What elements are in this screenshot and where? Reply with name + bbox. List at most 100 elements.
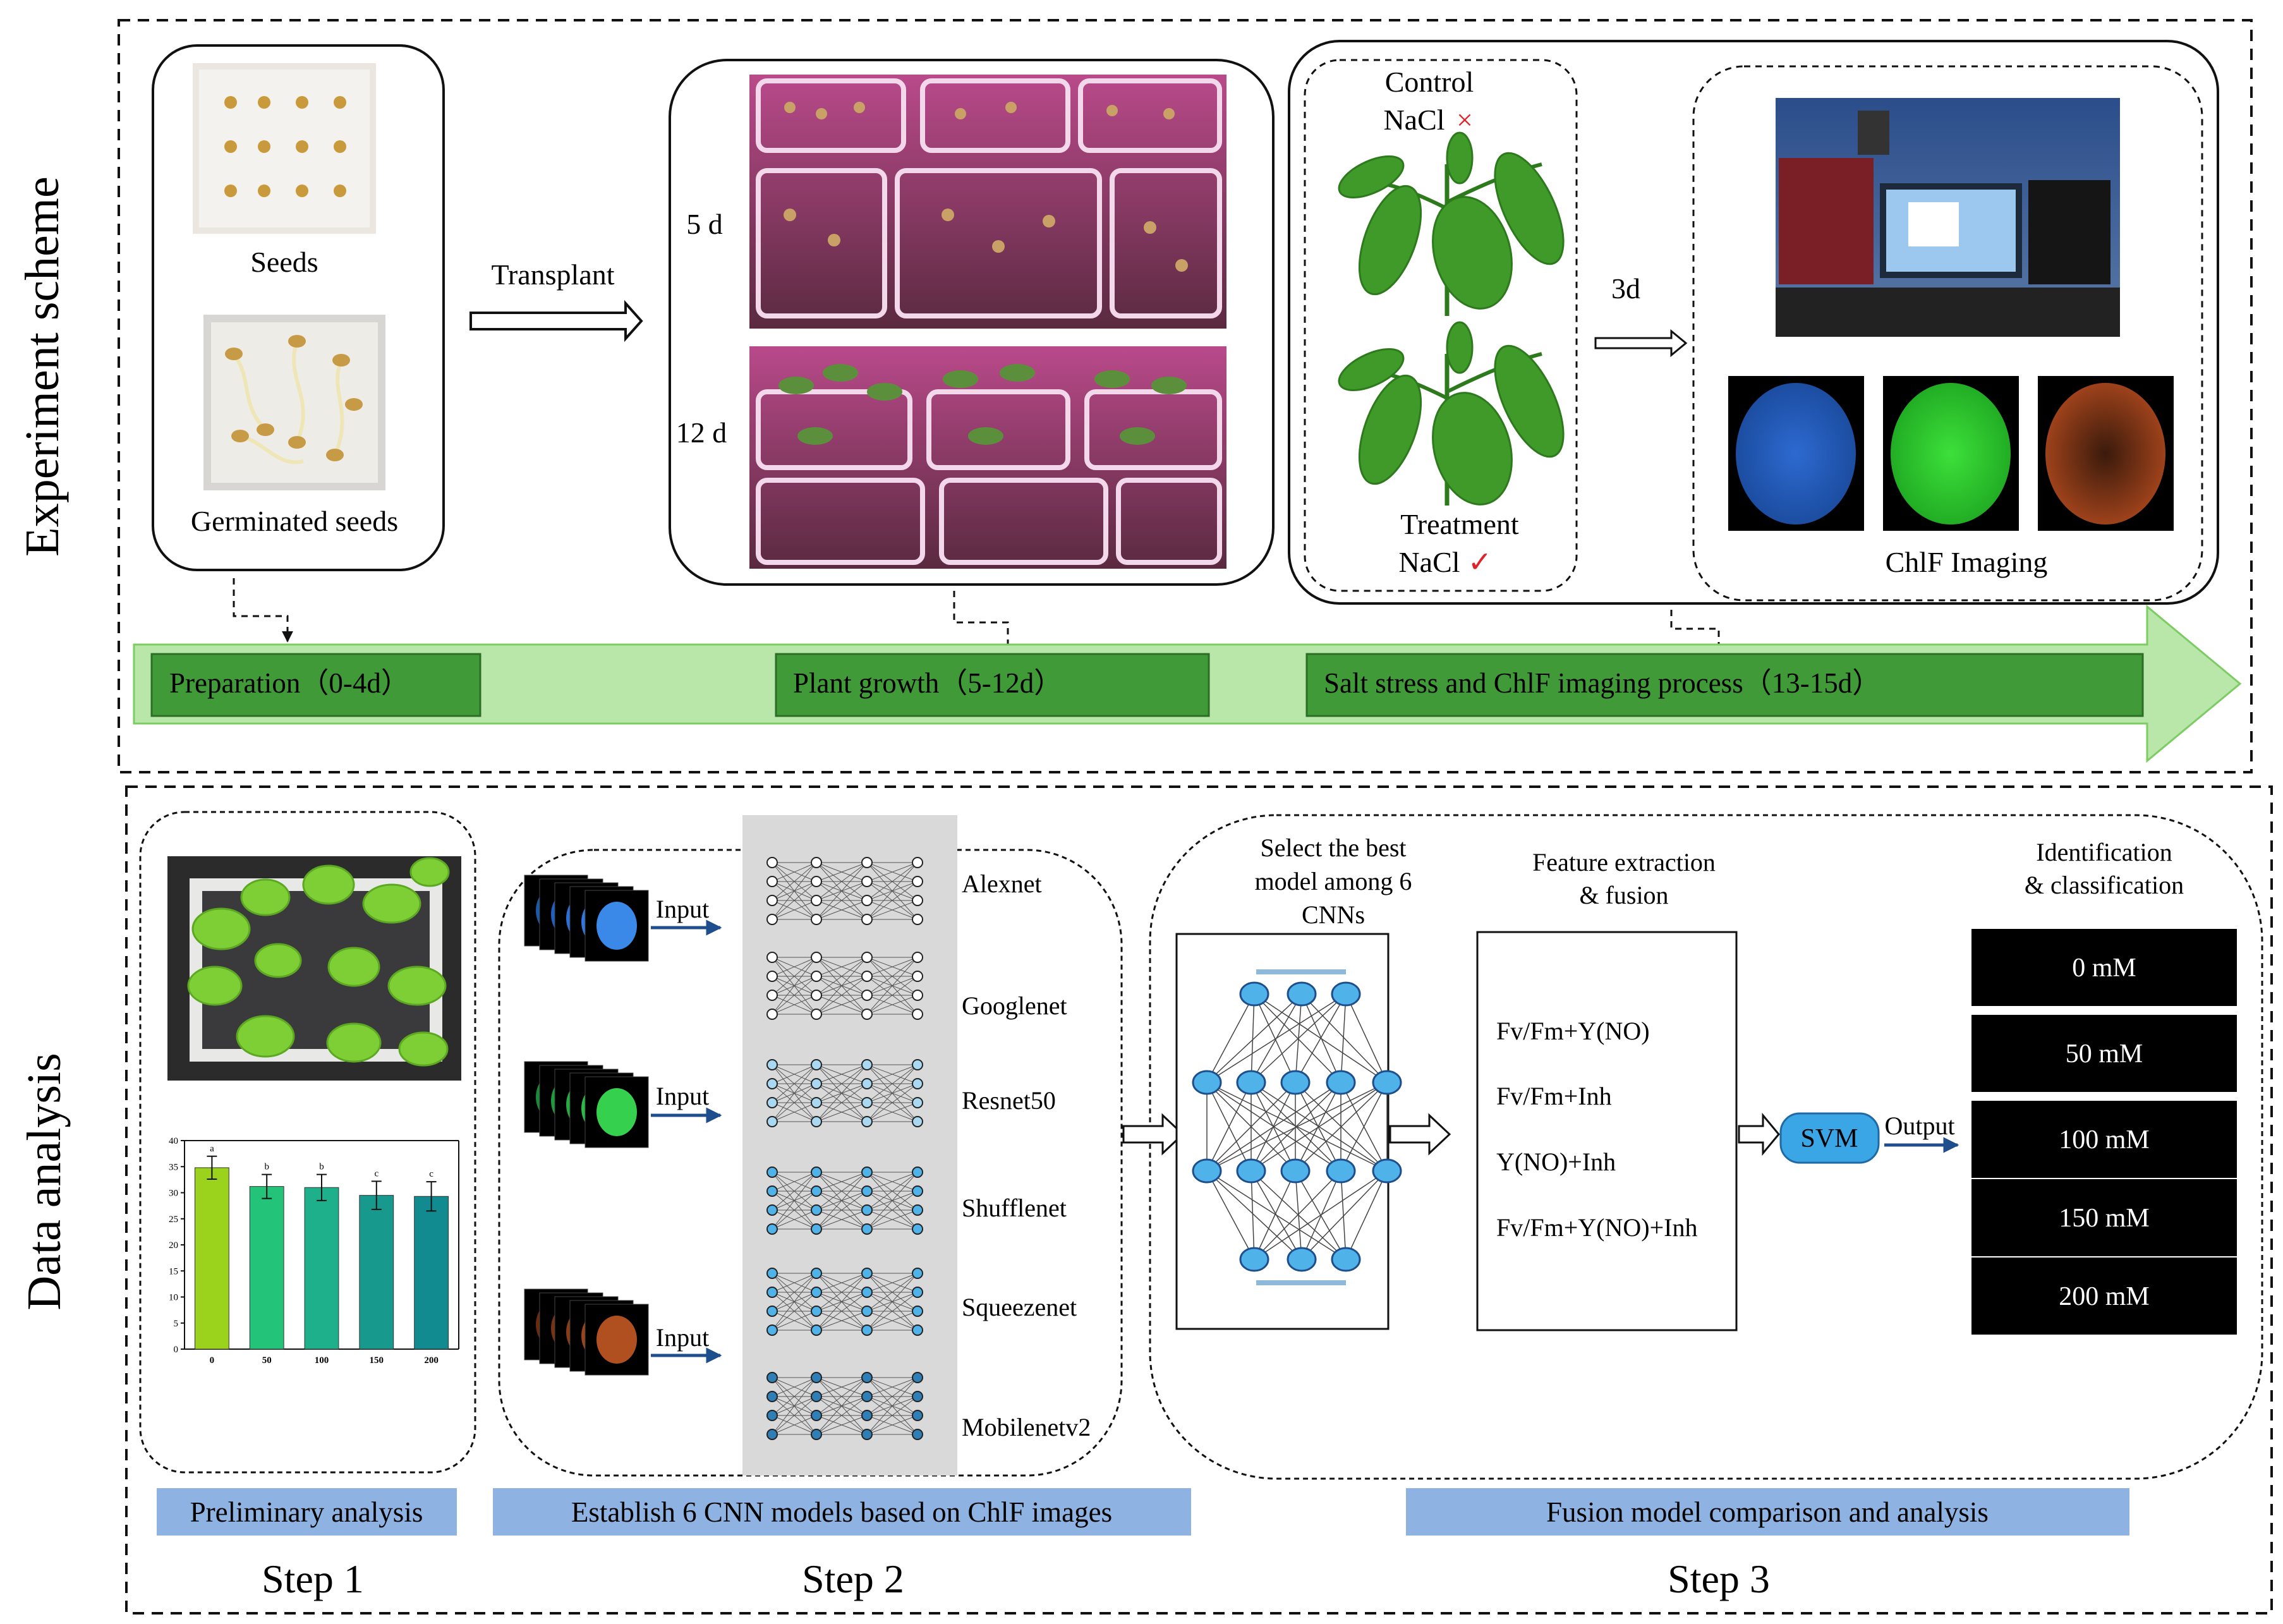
cnn-node: [912, 876, 923, 887]
cnn-connection: [866, 957, 918, 996]
cnn-connection: [816, 957, 868, 1015]
cnn-connection: [816, 1311, 868, 1331]
cnn-node: [861, 1059, 873, 1070]
cnn-connection: [866, 1172, 918, 1211]
timeline-stage-salt-label: Salt stress and ChlF imaging process（13-…: [1324, 667, 1880, 699]
cnn-node: [811, 1223, 822, 1235]
cnn-node: [912, 952, 923, 963]
net-connection: [1340, 993, 1347, 1083]
net-node: [1287, 981, 1317, 1007]
timeline-stage-preparation-label: Preparation（0-4d）: [169, 667, 409, 699]
cnn-node: [766, 1116, 778, 1127]
cnn-node: [766, 1268, 778, 1279]
cnn-node: [861, 1204, 873, 1216]
cnn-connection: [816, 862, 868, 901]
cnn-model-label-mobilenetv2: Mobilenetv2: [962, 1413, 1091, 1441]
net-connection: [1295, 1170, 1302, 1260]
growth-connector: [953, 591, 1014, 655]
cnn-node: [766, 1306, 778, 1317]
cnn-connection: [816, 1102, 868, 1122]
cnn-connection: [866, 1311, 918, 1331]
cnn-node: [811, 1287, 822, 1298]
transplant-arrow: [469, 300, 643, 342]
cnn-node: [766, 857, 778, 868]
cnn-node: [811, 895, 822, 906]
cnn-connection: [816, 1377, 868, 1416]
net-connection: [1206, 1082, 1252, 1172]
cnn-node: [811, 1324, 822, 1336]
chart-y-tick-label: 20: [169, 1240, 178, 1251]
class-label-50mm: 50 mM: [2066, 1039, 2143, 1069]
net-node: [1331, 1247, 1361, 1272]
net-connection: [1206, 1170, 1255, 1260]
net-connection: [1340, 1170, 1347, 1260]
feature-title-line1: Feature extraction: [1532, 848, 1716, 876]
cnn-node: [912, 1078, 923, 1089]
step3-label: Step 3: [1668, 1556, 1770, 1601]
cnn-connection: [816, 1209, 868, 1230]
cnn-node: [811, 1372, 822, 1383]
step2-label: Step 2: [802, 1556, 904, 1601]
chlf-imaging-label: ChlF Imaging: [1886, 546, 2048, 578]
cnn-connection: [866, 1292, 918, 1331]
cnn-connection: [866, 900, 918, 920]
cnn-node: [811, 1078, 822, 1089]
seeds-label: Seeds: [250, 246, 318, 278]
step2-caption-bar: [493, 1488, 1191, 1536]
cnn-node: [811, 990, 822, 1001]
cnn-connection: [772, 1083, 817, 1122]
cnn-connection: [866, 1172, 918, 1230]
step3-caption: Fusion model comparison and analysis: [1546, 1496, 1989, 1528]
chart-bar-200: [414, 1196, 449, 1350]
cnn-node: [811, 857, 822, 868]
treatment-check-mark: ✓: [1468, 546, 1493, 578]
output-label: Output: [1884, 1112, 1954, 1140]
net-connection: [1295, 993, 1347, 1083]
cnn-node: [912, 1185, 923, 1197]
net-connection: [1251, 993, 1255, 1083]
cnn-connection: [772, 1172, 817, 1230]
class-label-150mm: 150 mM: [2059, 1204, 2150, 1233]
net-connection: [1251, 1170, 1302, 1260]
cnn-node: [861, 952, 873, 963]
chart-significance-label: b: [264, 1162, 269, 1172]
cnn-connection: [866, 1415, 918, 1435]
cnn-connection: [772, 1172, 817, 1211]
timeline-stage-growth-label: Plant growth（5-12d）: [793, 667, 1062, 699]
cnn-node: [861, 1268, 873, 1279]
cnn-node: [912, 895, 923, 906]
cnn-node: [861, 1410, 873, 1421]
input-image-stacks: [524, 875, 649, 1376]
cnn-network-shufflenet: [766, 1166, 923, 1235]
analysis-section-title: Data analysis: [18, 1053, 71, 1310]
cnn-connection: [816, 1273, 868, 1312]
control-cross-mark: ×: [1456, 104, 1473, 136]
cnn-node: [912, 1059, 923, 1070]
cnn-connection: [816, 1064, 868, 1084]
cnn-node: [811, 1429, 822, 1440]
analysis-section-border: [125, 785, 2273, 1615]
net-node: [1239, 981, 1269, 1007]
cnn-node: [766, 914, 778, 925]
cnn-node: [811, 1009, 822, 1020]
identification-title-line2: & classification: [2025, 871, 2184, 899]
treatment-plant-image: [1338, 321, 1565, 506]
net-node: [1192, 1070, 1222, 1095]
growth-photo-day12: [749, 346, 1226, 569]
net-node: [1331, 981, 1361, 1007]
cnn-connection: [816, 1064, 868, 1122]
cnn-node: [861, 914, 873, 925]
net-node: [1280, 1070, 1311, 1095]
chart-y-tick-label: 30: [169, 1189, 178, 1199]
cnn-network-stack: [766, 857, 923, 1440]
germinated-seeds-label: Germinated seeds: [191, 505, 398, 537]
chart-significance-label: b: [319, 1162, 324, 1172]
chart-y-tick-label: 5: [174, 1319, 179, 1329]
feature-item-4: Fv/Fm+Y(NO)+Inh: [1496, 1213, 1697, 1242]
cnn-node: [766, 1391, 778, 1402]
chart-y-tick-label: 15: [169, 1266, 178, 1276]
cnn-connection: [772, 1172, 817, 1192]
feature-item-1: Fv/Fm+Y(NO): [1496, 1017, 1650, 1045]
cnn-connection: [866, 1273, 918, 1293]
cnn-connection: [772, 862, 817, 882]
